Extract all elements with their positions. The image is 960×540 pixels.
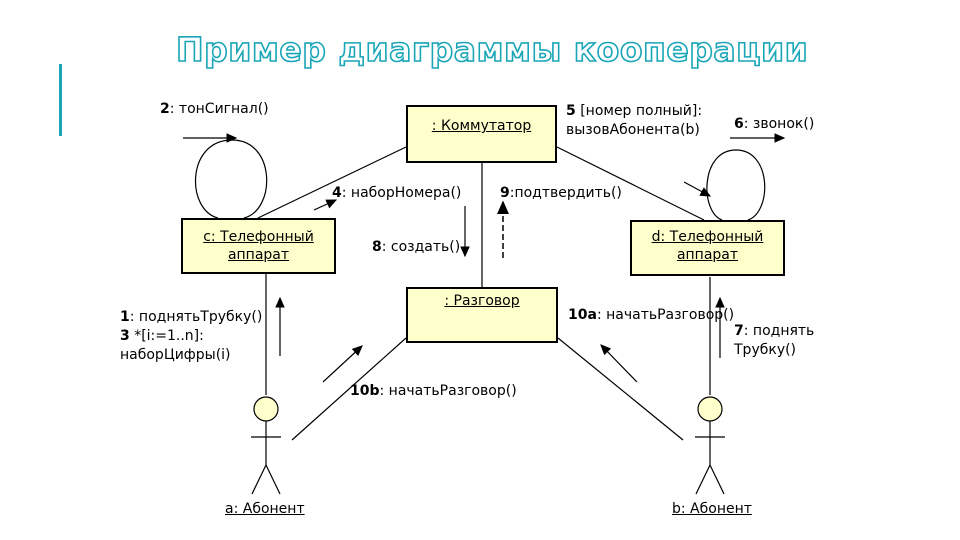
actor-a-figure	[251, 396, 281, 495]
self-loop-phone-c	[194, 139, 268, 219]
actor-a-label: a: Абонент	[225, 501, 305, 517]
object-phone-d: d: Телефонный аппарат	[630, 220, 785, 276]
link-commutator-d	[556, 146, 705, 221]
object-phone-c-line1: c: Телефонный	[203, 229, 314, 245]
message-9: 9:подтвердить()	[500, 185, 622, 201]
actor-b-figure	[695, 396, 725, 495]
object-phone-d-line1: d: Телефонный	[651, 229, 764, 245]
message-1-3: 1: поднятьТрубку() 3 *[i:=1..n]: наборЦи…	[120, 309, 263, 363]
message-6: 6: звонок()	[734, 116, 815, 132]
message-5: 5 [номер полный]: вызовАбонента(b)	[566, 103, 703, 138]
arrow-msg-10a	[600, 344, 638, 383]
page-title: Пример диаграммы кооперации	[175, 29, 809, 70]
title-accent-bar	[59, 64, 62, 136]
message-4: 4: наборНомера()	[332, 185, 462, 201]
object-phone-c: c: Телефонный аппарат	[181, 218, 336, 274]
arrow-msg-5	[683, 181, 712, 197]
message-10a: 10a: начатьРазговор()	[568, 307, 735, 323]
object-phone-d-line2: аппарат	[676, 247, 739, 263]
link-actor-a-conversation	[291, 337, 407, 441]
actor-b-label: b: Абонент	[672, 501, 752, 517]
message-8: 8: создать()	[372, 239, 461, 255]
link-conversation-actor-b	[557, 337, 684, 441]
object-commutator: : Коммутатор	[406, 105, 557, 163]
object-conversation-label: : Разговор	[444, 293, 520, 309]
object-commutator-label: : Коммутатор	[431, 118, 532, 134]
message-7: 7: поднять Трубку()	[734, 323, 815, 358]
object-phone-c-line2: аппарат	[227, 247, 290, 263]
self-loop-phone-d	[706, 149, 766, 221]
message-10b: 10b: начатьРазговор()	[350, 383, 517, 399]
arrow-msg-4	[313, 199, 338, 211]
message-2: 2: тонСигнал()	[160, 101, 269, 117]
arrow-msg-10b	[322, 345, 363, 383]
object-conversation: : Разговор	[406, 287, 558, 343]
link-c-commutator	[257, 146, 407, 219]
